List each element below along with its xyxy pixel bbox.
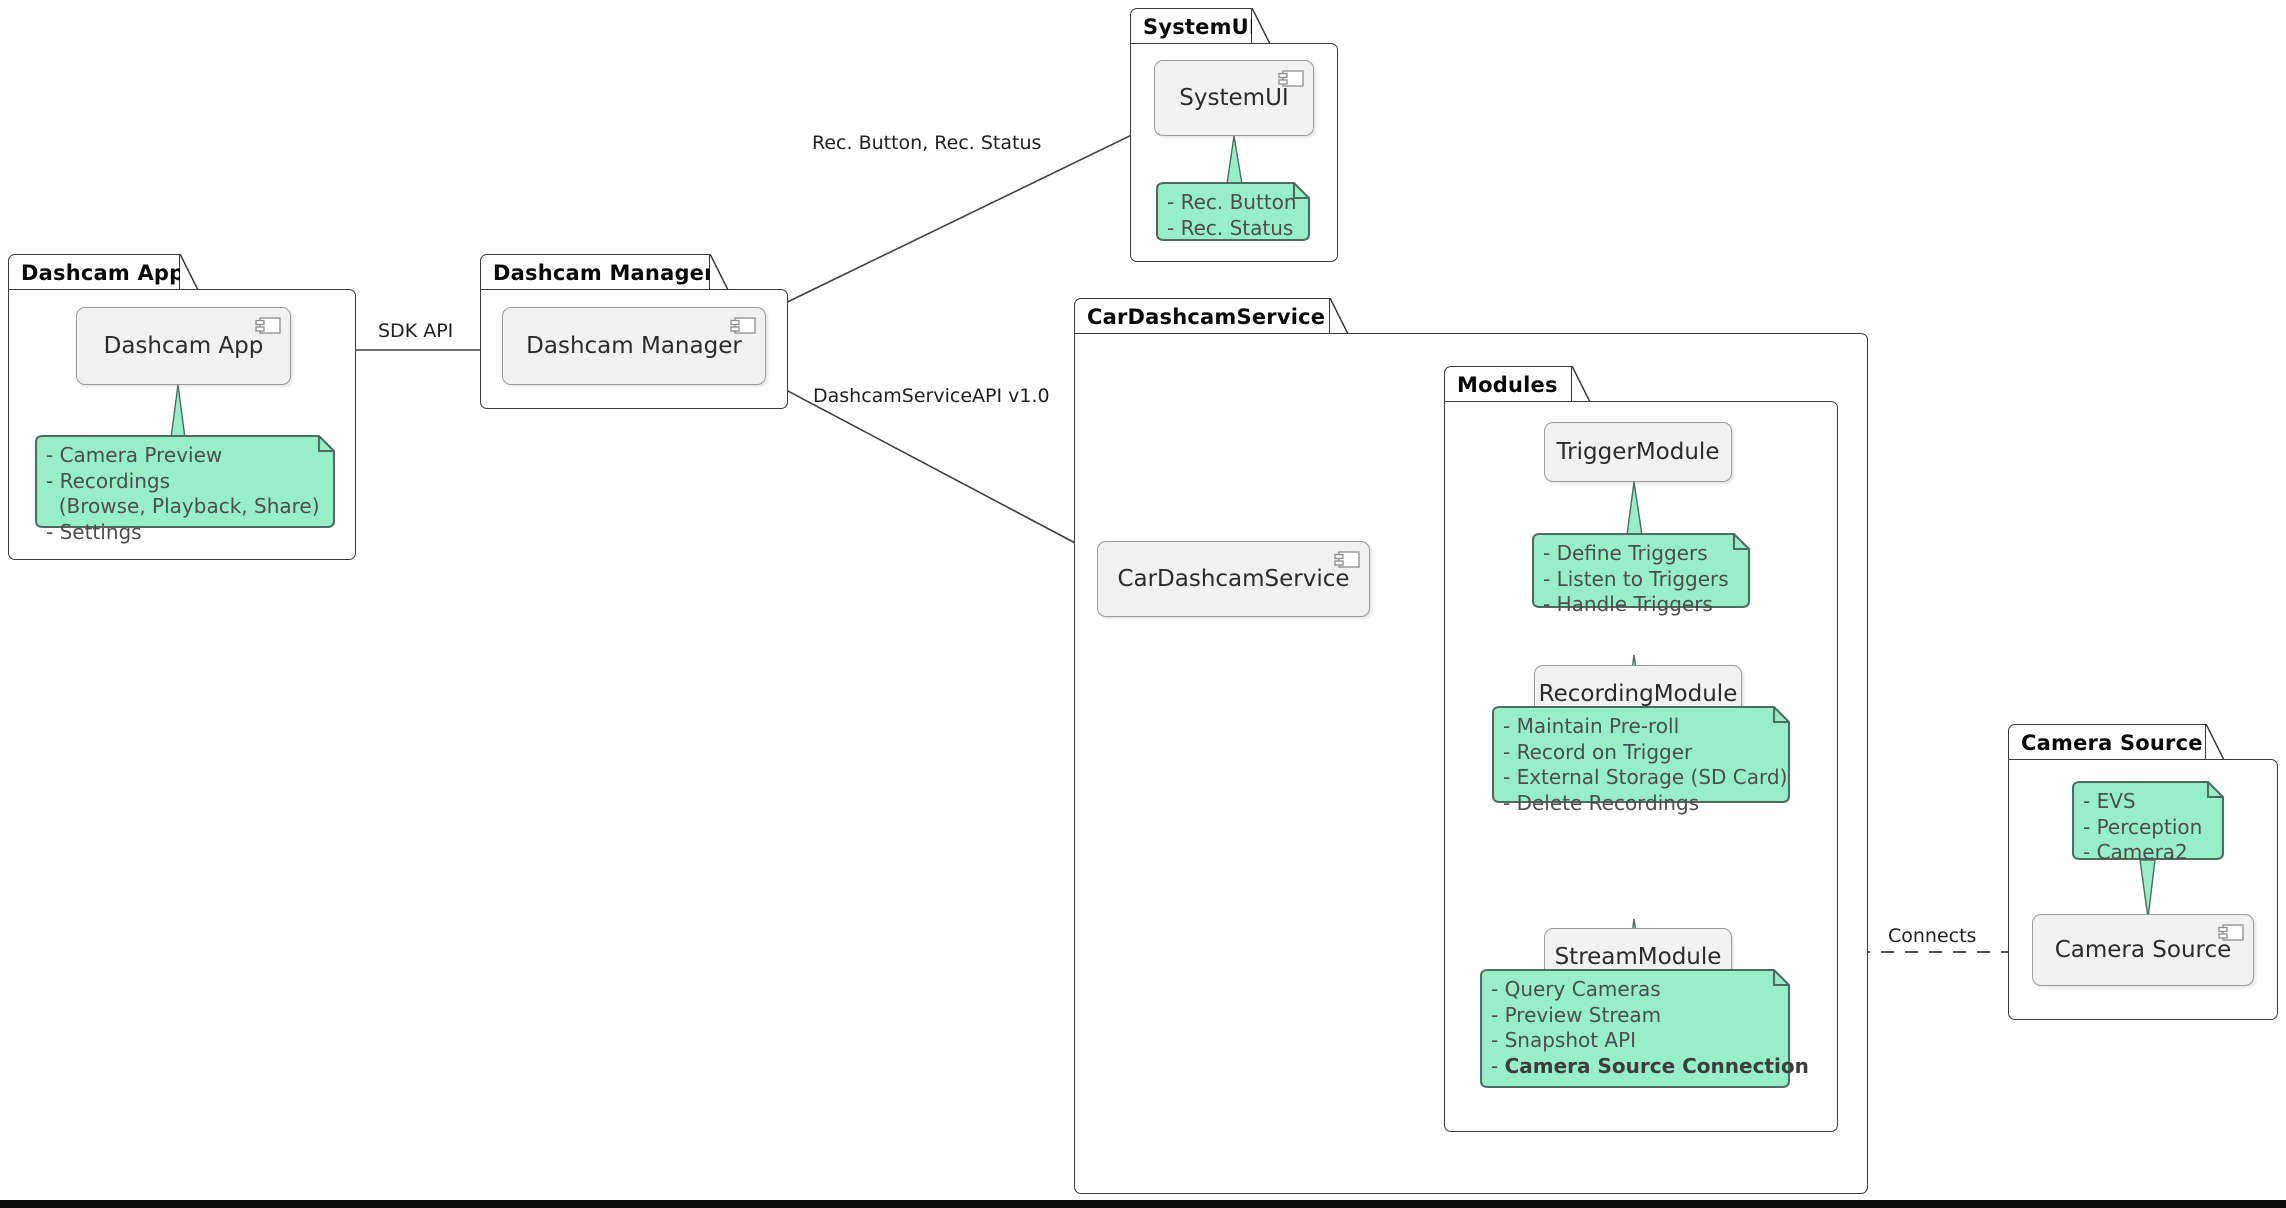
package-car-dashcam-service: CarDashcamService CarDashcamService Modu… — [1074, 298, 1868, 1194]
edge-label-rec-button-status: Rec. Button, Rec. Status — [812, 132, 1042, 154]
component-camera-source[interactable]: Camera Source — [2032, 914, 2254, 986]
note-recording-module-text: - Maintain Pre-roll - Record on Trigger … — [1503, 714, 1788, 816]
package-system-ui-tab: SystemUI — [1130, 8, 1257, 44]
package-modules-title: Modules — [1457, 372, 1558, 397]
component-icon — [730, 317, 756, 334]
note-stream-line-1: - Preview Stream — [1491, 1002, 1662, 1027]
component-icon — [255, 317, 281, 334]
package-modules: Modules TriggerModule — [1444, 366, 1838, 1132]
note-trigger-module-text: - Define Triggers - Listen to Triggers -… — [1543, 541, 1729, 617]
package-tab-slant — [1330, 298, 1352, 334]
package-dashcam-app-tab: Dashcam App — [8, 254, 184, 290]
component-recording-module-label: RecordingModule — [1538, 681, 1738, 707]
package-dashcam-manager-tab: Dashcam Manager — [480, 254, 714, 290]
package-tab-slant — [1572, 366, 1594, 402]
note-stream-module: - Query Cameras - Preview Stream - Snaps… — [1478, 968, 1809, 1090]
component-camera-source-label: Camera Source — [2054, 937, 2232, 963]
component-icon — [1278, 70, 1304, 87]
edge-rec-button-status — [739, 127, 1148, 326]
note-stream-line-0: - Query Cameras — [1491, 977, 1661, 1001]
component-car-dashcam-service-label: CarDashcamService — [1117, 566, 1350, 592]
package-dashcam-manager: Dashcam Manager Dashcam Manager — [480, 254, 788, 409]
note-recording-module: - Maintain Pre-roll - Record on Trigger … — [1490, 705, 1792, 815]
component-dashcam-app-label: Dashcam App — [103, 333, 264, 359]
package-tab-slant — [710, 254, 732, 290]
package-car-dashcam-service-tab: CarDashcamService — [1074, 298, 1330, 334]
component-dashcam-app[interactable]: Dashcam App — [76, 307, 291, 385]
edge-label-dashcam-service-api: DashcamServiceAPI v1.0 — [813, 385, 1050, 407]
note-system-ui: - Rec. Button - Rec. Status — [1154, 181, 1312, 243]
package-tab-slant — [180, 254, 202, 290]
component-dashcam-manager-label: Dashcam Manager — [526, 333, 742, 359]
note-trigger-module: - Define Triggers - Listen to Triggers -… — [1530, 532, 1752, 616]
component-system-ui[interactable]: SystemUI — [1154, 60, 1314, 136]
component-dashcam-manager[interactable]: Dashcam Manager — [502, 307, 766, 385]
note-camera-source-text: - EVS - Perception - Camera2 — [2083, 789, 2203, 865]
component-trigger-module-label: TriggerModule — [1556, 439, 1720, 465]
component-trigger-module[interactable]: TriggerModule — [1544, 422, 1732, 482]
package-system-ui-title: SystemUI — [1143, 14, 1257, 39]
note-stream-line-3: - — [1491, 1054, 1505, 1079]
note-stream-bold-line: Camera Source Connection — [1504, 1054, 1809, 1079]
package-dashcam-app: Dashcam App Dashcam App — [8, 254, 356, 560]
package-tab-slant — [2206, 724, 2228, 760]
component-stream-module-label: StreamModule — [1554, 944, 1722, 970]
component-icon — [2218, 924, 2244, 941]
package-tab-slant — [1252, 8, 1274, 44]
component-car-dashcam-service[interactable]: CarDashcamService — [1097, 541, 1370, 617]
package-camera-source-title: Camera Source — [2021, 730, 2203, 755]
package-dashcam-manager-title: Dashcam Manager — [493, 260, 715, 285]
note-dashcam-app-text: - Camera Preview - Recordings (Browse, P… — [46, 443, 320, 545]
package-dashcam-app-title: Dashcam App — [21, 260, 185, 285]
package-car-dashcam-service-title: CarDashcamService — [1087, 304, 1326, 329]
note-camera-source: - EVS - Perception - Camera2 — [2070, 780, 2226, 864]
component-system-ui-label: SystemUI — [1179, 85, 1289, 111]
note-stream-module-text: - Query Cameras - Preview Stream - Snaps… — [1478, 968, 1809, 1089]
package-camera-source-tab: Camera Source — [2008, 724, 2206, 760]
edge-label-connects: Connects — [1888, 925, 1977, 947]
note-system-ui-text: - Rec. Button - Rec. Status — [1167, 190, 1297, 240]
component-icon — [1334, 551, 1360, 568]
edge-label-sdk-api: SDK API — [378, 320, 454, 342]
note-dashcam-app: - Camera Preview - Recordings (Browse, P… — [33, 434, 337, 544]
package-camera-source: Camera Source - EVS - Perception - Camer… — [2008, 724, 2278, 1020]
note-stream-line-2: - Snapshot API — [1491, 1028, 1637, 1053]
package-modules-tab: Modules — [1444, 366, 1572, 402]
package-system-ui: SystemUI SystemUI - Rec. But — [1130, 8, 1338, 262]
bottom-strip — [0, 1200, 2286, 1208]
